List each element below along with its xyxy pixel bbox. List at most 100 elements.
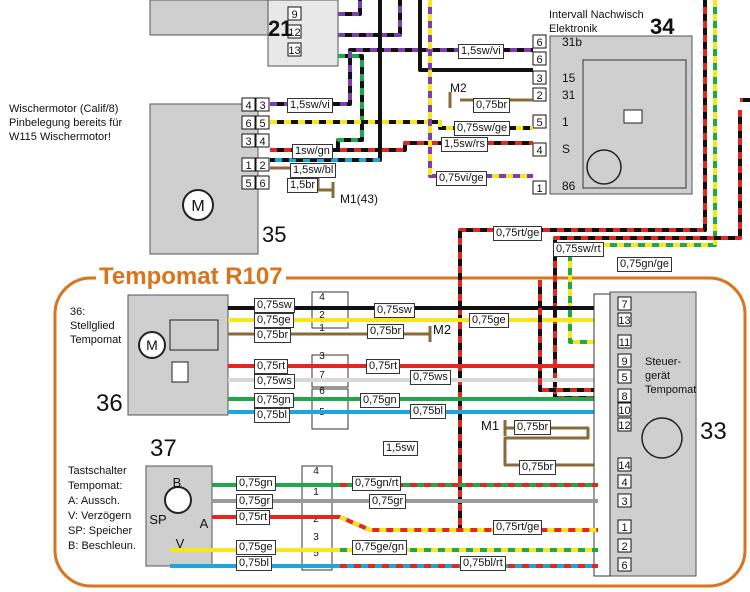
actuator-label: 36: Stellglied Tempomat: [70, 306, 122, 346]
actuator-wire-gn: 0,75gn: [254, 393, 294, 408]
ecu-pin-12-label: 2: [621, 541, 627, 553]
module-21-number: 21: [268, 16, 293, 41]
actuator-wire-ws: 0,75ws: [254, 374, 295, 389]
actuator-wire-sw: 0,75sw: [254, 298, 295, 313]
ecu-pin-12-box: [617, 538, 632, 553]
relay-transistor: [586, 149, 622, 185]
switch-letter-a: A: [200, 516, 209, 531]
mid-label-ws: 0,75ws: [410, 370, 451, 385]
wire-gn-ge-riser-stripe: [568, 0, 717, 344]
switch-pin-5: 5: [313, 548, 319, 559]
relay-pin-6a-label: 6: [536, 37, 542, 49]
module21-pin-12-box: [287, 24, 302, 39]
switch-wire-bl: 0,75bl: [236, 556, 272, 571]
wire-top-1-stripe: [338, 0, 362, 16]
wire-label-sw-vi-top: 1,5sw/vi: [458, 44, 504, 59]
module21-pin-9-box: [287, 6, 302, 21]
relay-pin-2-box: [532, 87, 547, 102]
relay-pin-1-box: [532, 180, 547, 195]
ecu-pin-2-box: [617, 334, 632, 349]
actuator-pin-7: 7: [319, 370, 325, 381]
ecu-pin-3-box: [617, 353, 632, 368]
switch-wire-gn: 0,75gn: [236, 476, 276, 491]
wiper-pin-left-3-box: [241, 157, 256, 172]
module-21-body: [149, 0, 269, 36]
wire-label-rt-ge-top: 0,75rt/ge: [493, 226, 543, 241]
ecu-pin-10-label: 3: [621, 496, 627, 508]
relay-term-86: 86: [562, 179, 576, 193]
ecu-pin-8-label: 14: [618, 460, 630, 472]
ground-m1: M1: [481, 418, 500, 433]
switch-right-gr: 0,75gr: [369, 494, 407, 509]
ecu-pin-7-box: [617, 417, 632, 432]
ecu-pin-7-label: 12: [618, 420, 630, 432]
ecu-pin-8-box: [617, 457, 632, 472]
relay-inner: [582, 59, 687, 189]
switch-right-gn-rt: 0,75gn/rt: [352, 476, 402, 491]
relay-pin-5-box: [532, 114, 547, 129]
wiper-pin-right-2-box: [255, 133, 270, 148]
module21-pin-13-label: 13: [288, 45, 300, 57]
switch-right-bl-rt: 0,75bl/rt: [460, 556, 506, 571]
relay-coil: [623, 109, 643, 124]
module-21-connector: [267, 0, 339, 67]
actuator-connector-b: [311, 354, 349, 388]
wire-sw-rt-drop-base: [538, 280, 598, 392]
switch-pin-3: 3: [313, 532, 319, 543]
switch-pin-4: 4: [313, 466, 319, 477]
wiper-pin-right-4-label: 6: [259, 178, 265, 190]
relay-pin-5-label: 5: [536, 117, 542, 129]
switch-wire-gr: 0,75gr: [236, 494, 274, 509]
wire-sw-ge-stripe: [270, 120, 533, 130]
relay-pin-3-label: 3: [536, 73, 542, 85]
wiper-pin-right-2-label: 4: [259, 136, 265, 148]
wire-top-2-base: [338, 0, 402, 37]
relay-pin-6b-box: [532, 51, 547, 66]
wire-vi-ge-stripe: [428, 0, 533, 178]
wiper-motor-symbol: [182, 189, 214, 221]
actuator-coil: [171, 361, 189, 383]
wire-rt-ge-riser-stripe: [458, 0, 707, 530]
actuator-pin-4: 4: [319, 292, 325, 303]
wiper-pin-right-4-box: [255, 175, 270, 190]
switch-label: Tastschalter Tempomat: A: Aussch. V: Ver…: [68, 465, 136, 552]
switch-number: 37: [150, 435, 177, 462]
wiper-pin-right-1-label: 5: [259, 118, 265, 130]
wire-label-sw-ge: 0,75sw/ge: [454, 121, 511, 136]
wiper-pin-left-4-label: 5: [245, 178, 251, 190]
wire-label-sw-gn: 1sw/gn: [292, 144, 333, 159]
wire-label-sw-rs: 1,5sw/rs: [441, 137, 488, 152]
wire-label-gn-ge-top: 0,75gn/ge: [617, 257, 672, 272]
ecu-pin-13-label: 6: [621, 560, 627, 572]
ecu-pin-0-box: [617, 296, 632, 311]
relay-number: 34: [650, 14, 675, 39]
ecu-pin-9-box: [617, 474, 632, 489]
relay-pin-6a-box: [532, 34, 547, 49]
relay-pin-4-box: [532, 142, 547, 157]
ecu-pin-9-label: 4: [621, 477, 627, 489]
switch-pin-2: 2: [313, 514, 319, 525]
switch-wire-ge: 0,75ge: [236, 540, 276, 555]
ecu-pin-1-label: 13: [618, 315, 630, 327]
wire-15: [418, 0, 533, 72]
relay-term-15: 15: [562, 71, 576, 85]
mid-label-gn: 0,75gn: [360, 393, 400, 408]
wiper-pin-left-2-box: [241, 133, 256, 148]
relay-title: Intervall Nachwisch Elektronik: [549, 9, 644, 35]
wire-label-br-15: 1,5br: [287, 178, 319, 193]
wiper-pin-right-0-box: [255, 97, 270, 112]
module21-pin-13-box: [287, 42, 302, 57]
actuator-wire-br: 0,75br: [254, 328, 292, 343]
switch-pin-1: 1: [313, 487, 319, 498]
actuator-motor: [138, 331, 166, 359]
switch-right-rt-ge: 0,75rt/ge: [493, 520, 543, 535]
ecu-pin-0-label: 7: [621, 299, 627, 311]
wire-top-1-base: [338, 0, 362, 16]
tempomat-frame: [53, 276, 747, 588]
module21-pin-9-label: 9: [291, 9, 297, 21]
ecu-pin-6-box: [617, 402, 632, 417]
ecu-pin-5-box: [617, 388, 632, 403]
switch-wire-rt: 0,75rt: [236, 510, 271, 525]
mid-label-br1: 0,75br: [514, 420, 552, 435]
